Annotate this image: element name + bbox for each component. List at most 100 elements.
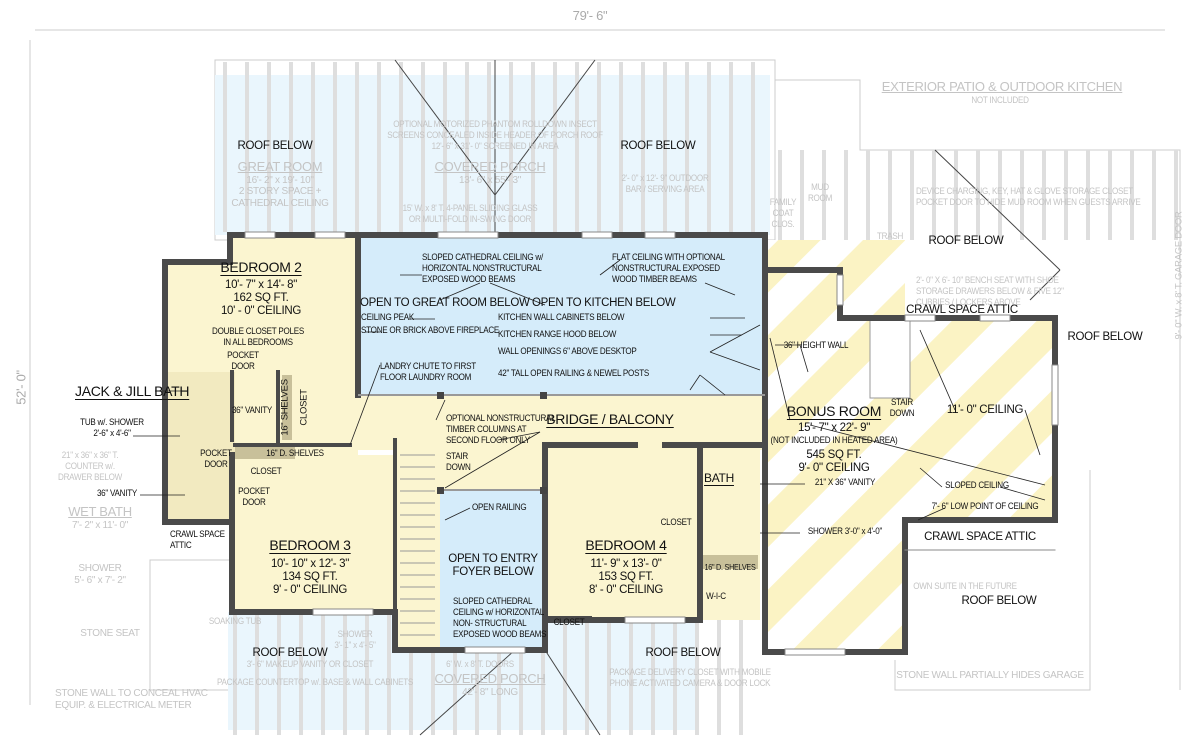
bonus-room-size: 15'- 7" x 22'- 9" xyxy=(797,422,871,434)
leader-lines xyxy=(133,259,1046,534)
closet-label: CLOSET xyxy=(553,617,585,628)
overall-width-dimension: 79'- 6" xyxy=(572,8,608,23)
stone-garage-faded: STONE WALL PARTIALLY HIDES GARAGE xyxy=(896,670,1084,681)
bridge-balcony-title: BRIDGE / BALCONY xyxy=(546,411,674,427)
roof-area-top xyxy=(215,75,770,235)
bonus-room-title: BONUS ROOM xyxy=(786,403,882,419)
counter-faded: 21" x 36" x 36" T.COUNTER w/.DRAWER BELO… xyxy=(58,450,122,483)
open-to-kitchen-label: OPEN TO KITCHEN BELOW xyxy=(532,297,676,309)
vanity-note: 36" VANITY xyxy=(231,405,273,416)
open-to-foyer-area xyxy=(440,490,545,650)
patio-label: EXTERIOR PATIO & OUTDOOR KITCHEN xyxy=(881,79,1123,94)
doors-faded: 6' W. x 8' T. DOORS xyxy=(446,659,514,670)
bedroom4-title: BEDROOM 4 xyxy=(585,537,667,553)
crawl-space-attic-label: CRAWL SPACE ATTIC xyxy=(906,304,1018,316)
wall-openings-note: WALL OPENINGS 6" ABOVE DESKTOP xyxy=(498,346,637,357)
bonus-room-info: 545 SQ FT.9'- 0" CEILING xyxy=(798,449,870,475)
roof-ridge-lines xyxy=(394,59,1061,736)
suite-faded: OWN SUITE IN THE FUTURE xyxy=(913,581,1017,592)
shelves-label: 16" D. SHELVES xyxy=(704,562,756,572)
height-wall-note: 36" HEIGHT WALL xyxy=(783,340,849,351)
screens-note: OPTIONAL MOTORIZED PHANTOM ROLLDOWN INSE… xyxy=(387,119,603,152)
windows xyxy=(244,231,1059,656)
walk-in-closet-label: W-I-C xyxy=(706,591,726,602)
shelves-label: 16" D. SHELVES xyxy=(266,448,324,459)
shower-note: SHOWER 3'-0" x 4'-0" xyxy=(807,526,883,537)
bedroom2-title: BEDROOM 2 xyxy=(220,259,302,275)
soaking-tub-faded: SOAKING TUB xyxy=(208,616,262,627)
package-counter-faded: PACKAGE COUNTERTOP w/. BASE & WALL CABIN… xyxy=(216,677,414,688)
open-to-below-area xyxy=(358,235,765,395)
stair xyxy=(400,454,435,636)
sloped-ceiling-note: SLOPED CATHEDRAL CEILING w/HORIZONTAL NO… xyxy=(422,252,544,285)
crawl-space-attic-label: CRAWL SPACE ATTIC xyxy=(924,531,1036,543)
low-point-note: 7'- 6" LOW POINT OF CEILING xyxy=(931,501,1039,512)
device-closet-note: DEVICE CHARGING, KEY, HAT & GLOVE STORAG… xyxy=(916,186,1141,208)
roof-below-label: ROOF BELOW xyxy=(1067,331,1143,343)
roof-below-label: ROOF BELOW xyxy=(645,647,721,659)
open-to-great-room-label: OPEN TO GREAT ROOM BELOW xyxy=(360,297,530,309)
roof-below-label: ROOF BELOW xyxy=(620,140,696,152)
bath-title: BATH xyxy=(704,471,734,485)
bedroom3-info: 10'- 10" x 12'- 3"134 SQ FT.9' - 0" CEIL… xyxy=(270,558,350,597)
vanity-note: 21" X 36" VANITY xyxy=(814,477,876,488)
bedroom4-floor xyxy=(545,445,760,620)
closet-label: CLOSET xyxy=(660,517,692,528)
roof-below-label: ROOF BELOW xyxy=(928,235,1004,247)
roof-below-label: ROOF BELOW xyxy=(252,647,328,659)
ceiling-peak-note: CEILING PEAK xyxy=(361,312,415,323)
shelves xyxy=(235,447,295,459)
kitchen-cabinets-note: KITCHEN WALL CABINETS BELOW xyxy=(498,312,625,323)
stone-seat-faded: STONE SEAT xyxy=(80,628,140,639)
trash-faded: TRASH xyxy=(876,231,904,242)
closet-label: CLOSET xyxy=(250,466,282,477)
shelves-label: 16" SHELVES xyxy=(279,379,291,436)
bedroom3-title: BEDROOM 3 xyxy=(269,537,351,553)
bedroom2-info: 10'- 7" x 14'- 8"162 SQ FT.10' - 0" CEIL… xyxy=(220,279,302,318)
garage-door-faded: 9'- 0" W. x 8' T. GARAGE DOOR xyxy=(1173,211,1185,340)
open-railing-note: OPEN RAILING xyxy=(472,502,527,513)
bedroom4-info: 11'- 9" x 13'- 0"153 SQ FT.8' - 0" CEILI… xyxy=(589,558,663,597)
jack-jill-bath-title: JACK & JILL BATH xyxy=(75,383,190,399)
bonus-room-note: (NOT INCLUDED IN HEATED AREA) xyxy=(770,435,898,446)
range-hood-note: KITCHEN RANGE HOOD BELOW xyxy=(498,329,617,340)
patio-note: NOT INCLUDED xyxy=(971,95,1029,106)
fireplace-note: STONE OR BRICK ABOVE FIREPLACE xyxy=(361,325,500,336)
overall-depth-dimension: 52'- 0" xyxy=(13,370,29,405)
roof-below-label: ROOF BELOW xyxy=(961,595,1037,607)
ceiling-height-note: 11'- 0" CEILING xyxy=(946,404,1024,416)
vanity-note: 36" VANITY xyxy=(96,488,138,499)
timber-columns xyxy=(437,392,547,494)
roof-below-label: ROOF BELOW xyxy=(237,140,313,152)
railing-note: 42" TALL OPEN RAILING & NEWEL POSTS xyxy=(498,368,650,379)
makeup-faded: 3'- 6" MAKEUP VANITY OR CLOSET xyxy=(246,659,374,670)
bedroom3-floor xyxy=(232,455,395,612)
sloped-ceiling-note: SLOPED CEILING xyxy=(945,480,1009,491)
